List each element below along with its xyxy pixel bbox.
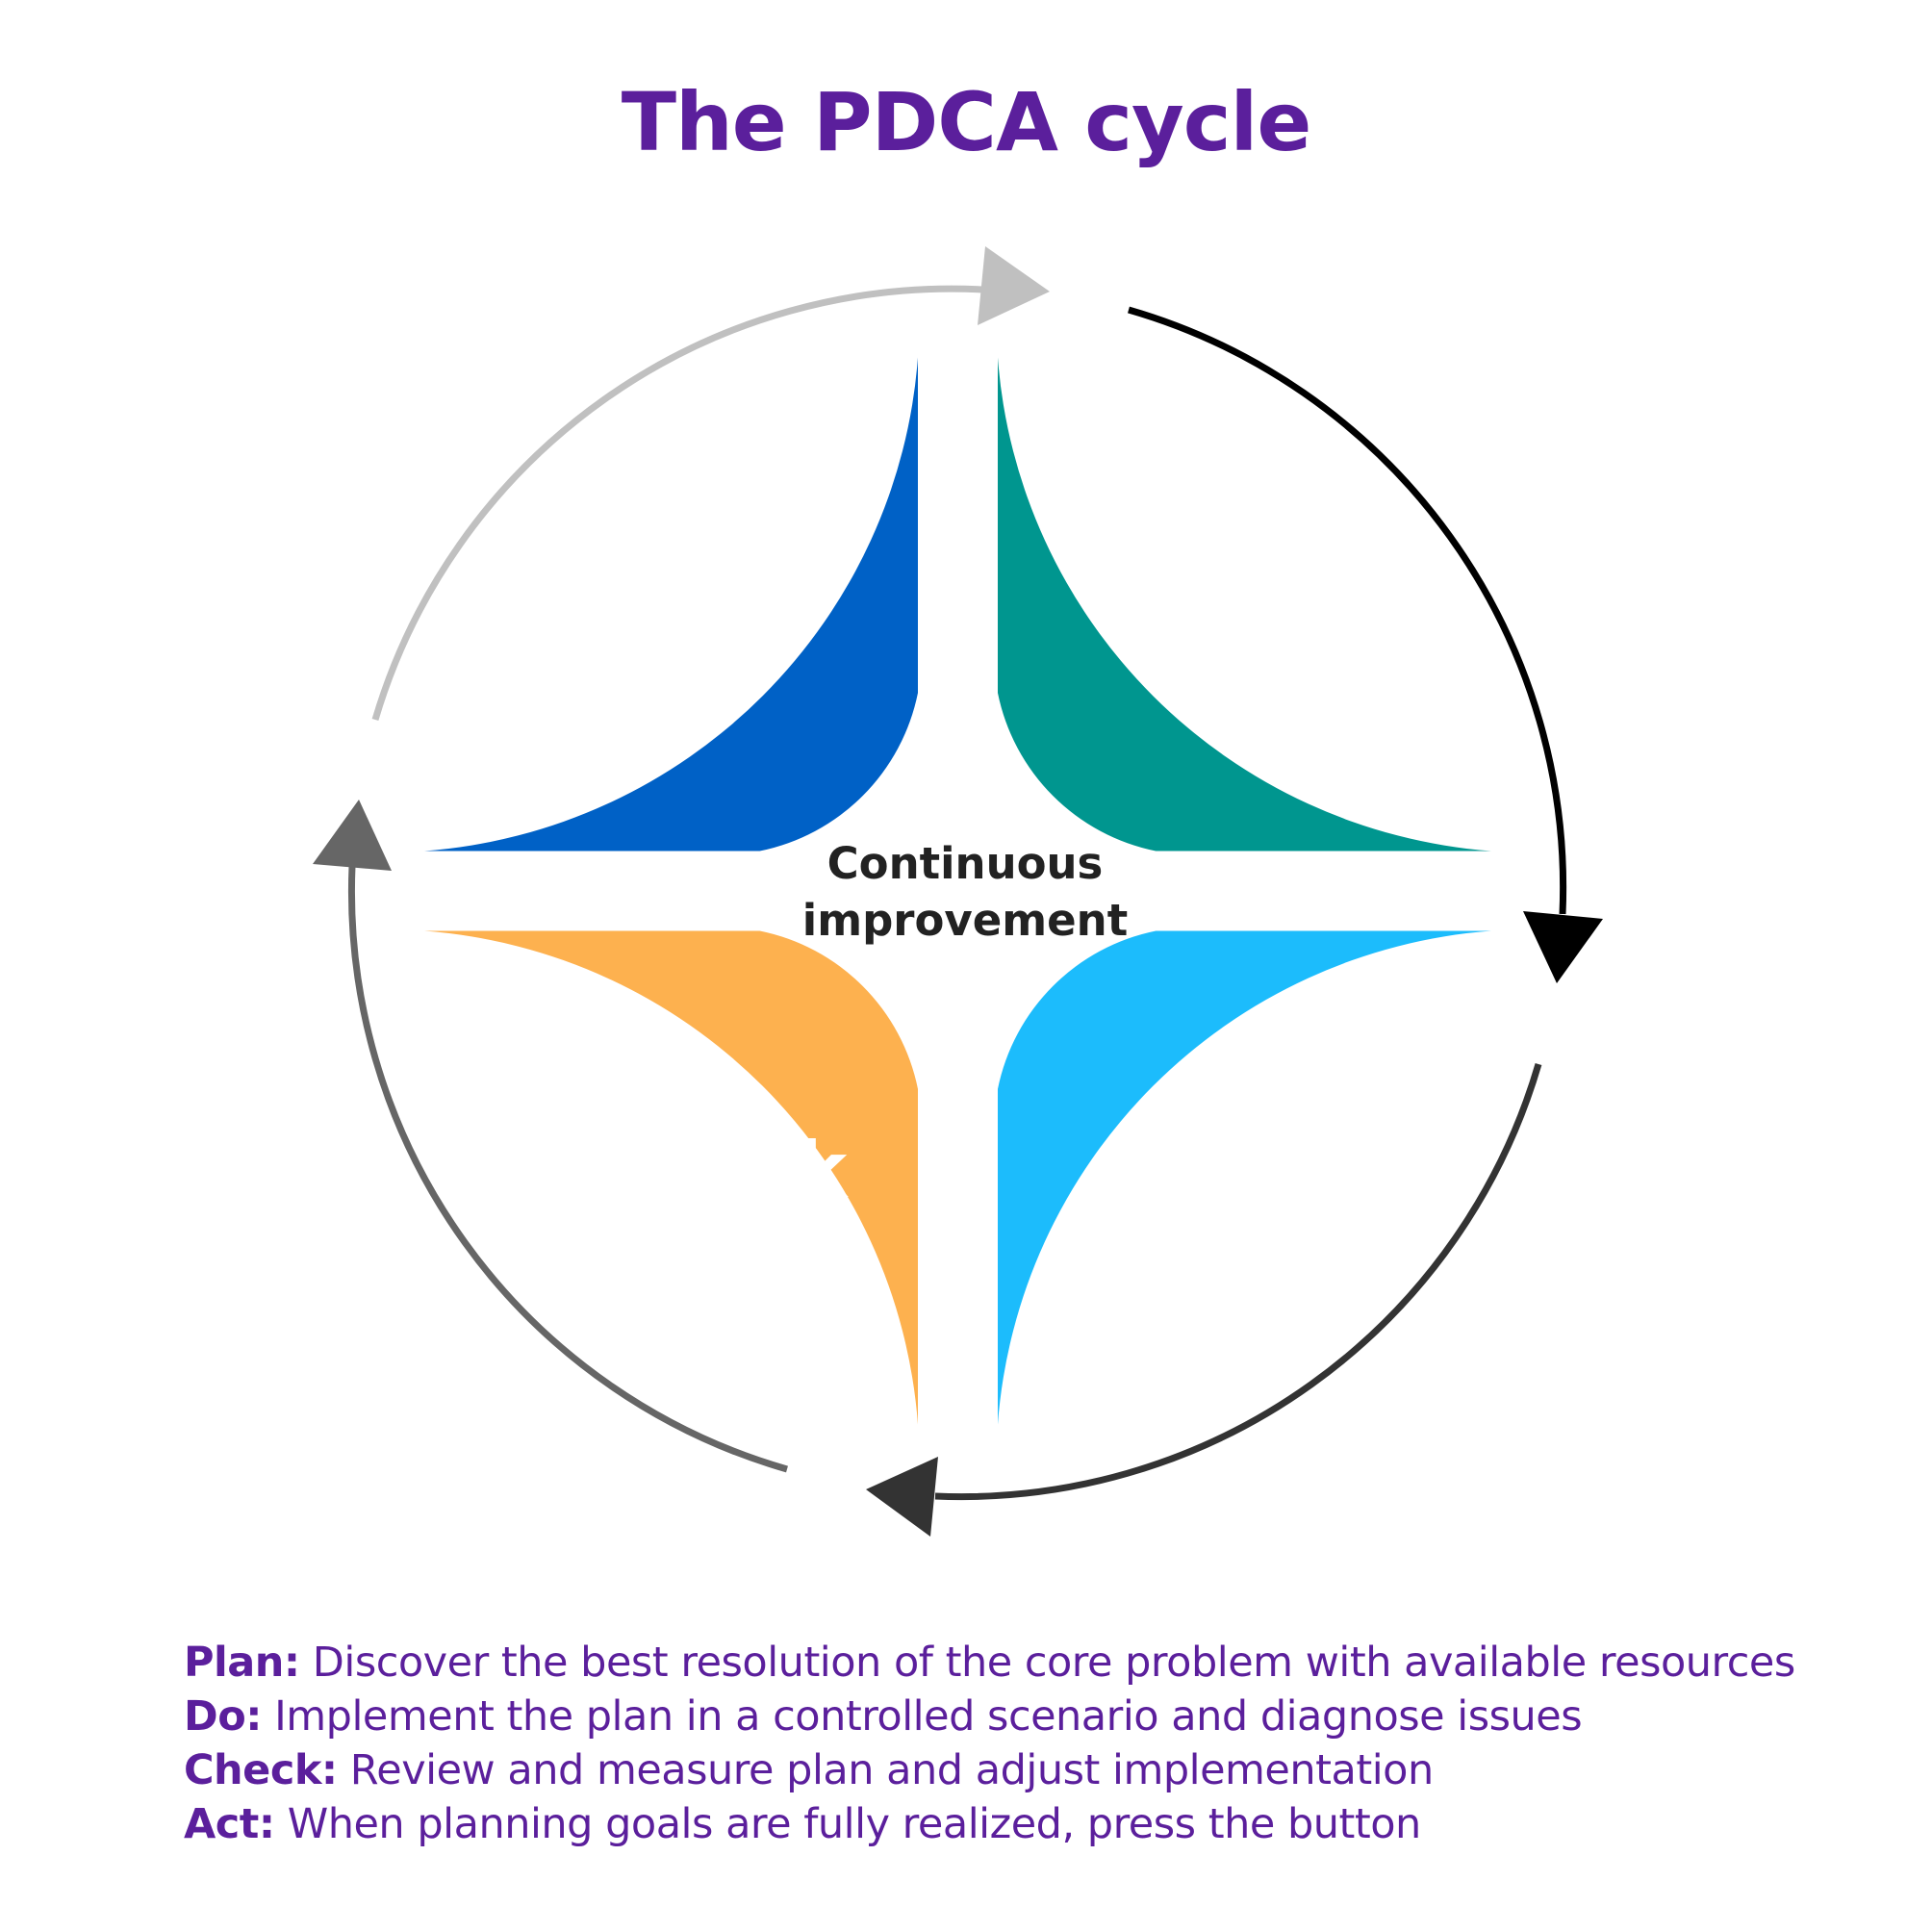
arrowhead-icon	[1523, 911, 1603, 983]
arrow-do-to-check	[866, 1063, 1542, 1537]
legend-row-do: Do: Implement the plan in a controlled s…	[184, 1690, 1795, 1743]
arrow-line	[371, 285, 984, 721]
legend-row-plan: Plan: Discover the best resolution of th…	[184, 1636, 1795, 1690]
legend-row-check: Check: Review and measure plan and adjus…	[184, 1743, 1795, 1797]
legend-key: Do:	[184, 1692, 262, 1741]
legend-key: Plan:	[184, 1639, 300, 1687]
quadrant-check	[424, 930, 918, 1425]
arrow-act-to-plan	[371, 246, 1050, 721]
legend-key: Check:	[184, 1746, 338, 1794]
legend-key: Act:	[184, 1800, 275, 1848]
center-text-line-1: Continuous	[827, 838, 1104, 889]
arrow-plan-to-do	[1128, 306, 1603, 983]
arrow-line	[1128, 306, 1567, 915]
quadrant-do	[998, 930, 1491, 1425]
arrow-line	[934, 1063, 1542, 1501]
center-text-line-2: improvement	[802, 895, 1128, 946]
arrowhead-icon	[978, 246, 1050, 325]
page-title: The PDCA cycle	[621, 75, 1312, 169]
arrowhead-icon	[313, 800, 392, 871]
arrow-check-to-act	[313, 800, 788, 1473]
quadrant-label-check: Check	[587, 1126, 849, 1215]
quadrant-act	[424, 357, 918, 852]
legend: Plan: Discover the best resolution of th…	[184, 1636, 1795, 1851]
legend-row-act: Act: When planning goals are fully reali…	[184, 1797, 1795, 1851]
quadrant-label-plan: Plan	[1122, 566, 1311, 655]
legend-text: When planning goals are fully realized, …	[274, 1800, 1422, 1848]
legend-text: Review and measure plan and adjust imple…	[337, 1746, 1434, 1794]
legend-text: Discover the best resolution of the core…	[299, 1639, 1796, 1687]
quadrant-plan	[998, 357, 1491, 852]
quadrant-label-do: Do	[1157, 1126, 1274, 1215]
legend-text: Implement the plan in a controlled scena…	[261, 1692, 1583, 1741]
quadrant-label-act: Act	[646, 566, 788, 655]
arrow-line	[347, 865, 788, 1473]
arrowhead-icon	[866, 1457, 938, 1537]
